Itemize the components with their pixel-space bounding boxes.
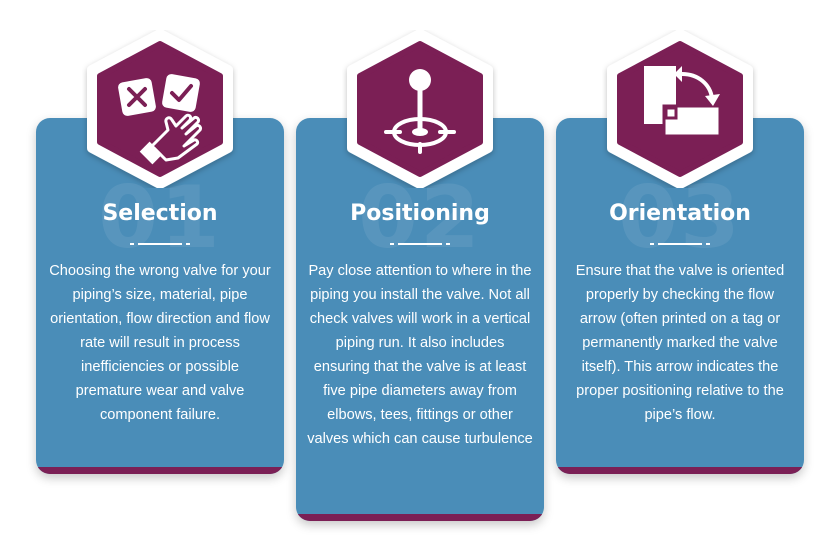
rotate-arrow-icon (644, 66, 722, 138)
hexagon-badge-orientation (602, 30, 758, 188)
card-title: Positioning (350, 201, 490, 226)
card-title: Orientation (609, 201, 751, 226)
card-body: Pay close attention to where in the pipi… (307, 263, 533, 447)
hexagon-badge-selection (82, 30, 238, 188)
title-divider (390, 243, 450, 245)
hexagon-badge-positioning (342, 30, 498, 188)
title-divider (650, 243, 710, 245)
title-divider (130, 243, 190, 245)
card-title: Selection (102, 201, 218, 226)
checkbox-hand-icon (118, 74, 202, 165)
card-body: Choosing the wrong valve for your piping… (49, 263, 271, 423)
target-pin-icon (384, 69, 456, 154)
card-body: Ensure that the valve is oriented proper… (575, 263, 785, 423)
